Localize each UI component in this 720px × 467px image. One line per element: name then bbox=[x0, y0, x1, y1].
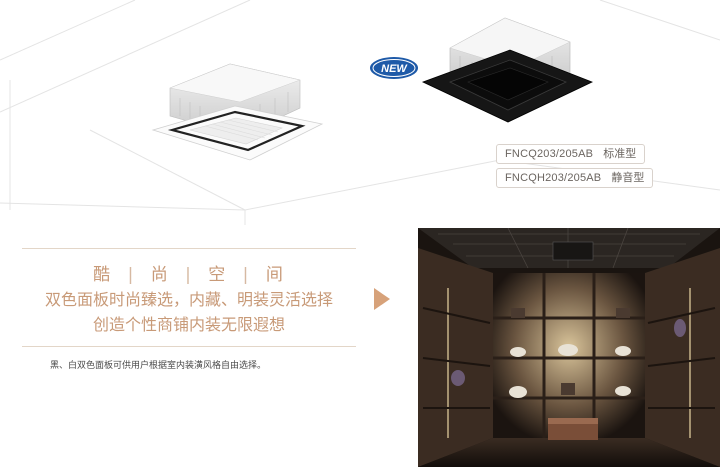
heading-char: 酷 bbox=[93, 265, 113, 285]
slogan-block: 酷 | 尚 | 空 | 间 双色面板时尚臻选，内藏、明装灵活选择 创造个性商铺内… bbox=[22, 248, 356, 348]
model-code: FNCQH203/205AB bbox=[505, 172, 602, 184]
heading-separator: | bbox=[185, 265, 193, 285]
ceiling-ac-unit bbox=[552, 241, 594, 261]
slogan-line-1: 双色面板时尚臻选，内藏、明装灵活选择 bbox=[44, 290, 333, 309]
black-cassette-ac-unit bbox=[421, 17, 594, 123]
new-badge: NEW bbox=[370, 57, 418, 79]
model-tag-silent: FNCQH203/205AB 静音型 bbox=[496, 168, 654, 188]
panel-note: 黑、白双色面板可供用户根据室内装潢风格自由选择。 bbox=[50, 361, 267, 371]
boutique-illustration bbox=[418, 228, 720, 467]
model-tag-standard: FNCQ203/205AB 标准型 bbox=[496, 144, 646, 164]
white-cassette-ac-unit bbox=[151, 63, 324, 161]
new-badge-text: NEW bbox=[381, 63, 408, 75]
slogan-heading: 酷 | 尚 | 空 | 间 bbox=[22, 260, 356, 285]
model-code: FNCQ203/205AB bbox=[505, 148, 594, 160]
divider-top bbox=[22, 248, 356, 249]
heading-char: 空 bbox=[208, 265, 228, 285]
arrow-right-icon bbox=[374, 288, 390, 310]
divider-bottom bbox=[22, 346, 356, 347]
slogan-line-2: 创造个性商铺内装无限遐想 bbox=[92, 315, 285, 334]
heading-char: 尚 bbox=[150, 265, 170, 285]
model-type: 静音型 bbox=[611, 172, 645, 184]
heading-separator: | bbox=[242, 265, 251, 285]
boutique-interior-photo bbox=[418, 228, 720, 467]
heading-separator: | bbox=[127, 265, 136, 285]
model-type: 标准型 bbox=[603, 148, 637, 160]
heading-char: 间 bbox=[265, 265, 285, 285]
